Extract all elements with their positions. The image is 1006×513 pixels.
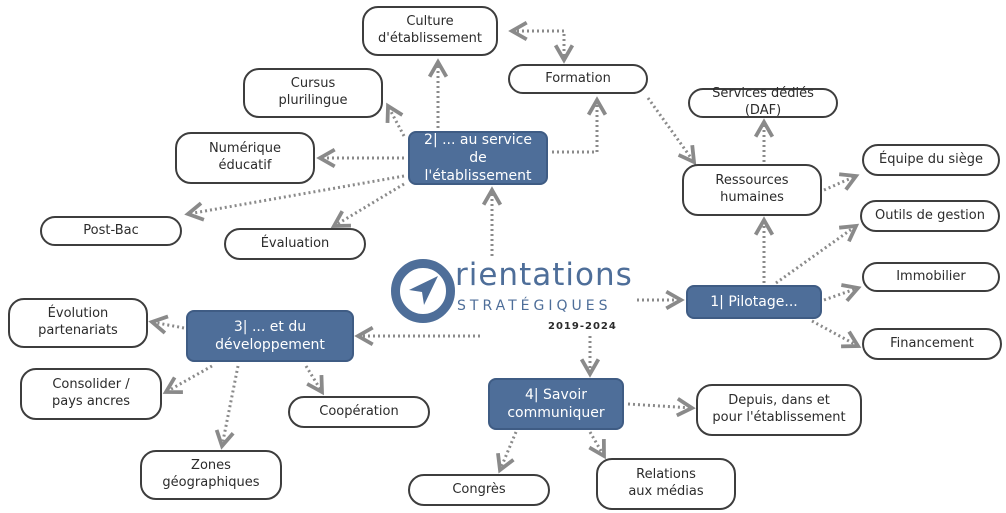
node-ressources-humaines: Ressources humaines	[682, 164, 822, 216]
compass-arrow-icon	[409, 276, 438, 305]
orientations-logo: rientations STRATÉGIQUES 2019-2024	[385, 255, 635, 335]
hub-pilotage: 1| Pilotage...	[686, 285, 822, 319]
edge-dev-zones	[214, 365, 240, 450]
edge-comm-congres	[496, 431, 518, 474]
edge-dev-evolution	[148, 314, 185, 335]
node-immobilier: Immobilier	[862, 262, 1000, 292]
node-financement: Financement	[862, 328, 1002, 360]
edge-dev-cooperation	[304, 365, 324, 396]
node-numerique-educatif: Numérique éducatif	[175, 132, 315, 184]
node-services-dedies-daf: Services dédiés (DAF)	[688, 86, 838, 118]
edge-pilotage-financement	[811, 319, 862, 349]
node-depuis-dans-et-pour: Depuis, dans et pour l'établissement	[696, 384, 862, 436]
edge-pilotage-immobilier	[823, 283, 862, 303]
edge-formation-rh	[646, 97, 697, 166]
edge-dev-consolider	[162, 364, 213, 394]
hub-savoir-communiquer: 4| Savoir communiquer	[488, 378, 624, 430]
node-cooperation: Coopération	[288, 396, 430, 428]
node-consolider-pays-ancres: Consolider / pays ancres	[20, 368, 162, 420]
hub-au-service: 2| ... au service de l'établissement	[408, 131, 548, 185]
edge-service-postbac	[184, 174, 405, 222]
node-post-bac: Post-Bac	[40, 216, 182, 246]
node-relations-aux-medias: Relations aux médias	[596, 458, 736, 510]
logo-subtitle: STRATÉGIQUES	[457, 298, 612, 314]
hub-developpement: 3| ... et du développement	[186, 310, 354, 362]
node-cursus-plurilingue: Cursus plurilingue	[243, 68, 383, 118]
node-evolution-partenariats: Évolution partenariats	[8, 298, 148, 348]
node-culture-etablissement: Culture d'établissement	[362, 6, 498, 56]
logo-years: 2019-2024	[548, 321, 617, 332]
node-equipe-du-siege: Équipe du siège	[862, 144, 1000, 176]
edge-comm-relations	[588, 431, 606, 460]
edge-pilotage-outils	[775, 223, 860, 285]
node-outils-de-gestion: Outils de gestion	[860, 200, 1000, 232]
edge-rh-equipe	[823, 172, 860, 192]
edge-culture-formation	[508, 20, 575, 64]
edge-service-cursus	[385, 102, 406, 137]
node-formation: Formation	[508, 64, 648, 94]
node-zones-geographiques: Zones géographiques	[140, 450, 282, 500]
edge-comm-depuis	[627, 397, 696, 418]
node-congres: Congrès	[408, 474, 550, 506]
edge-service-evaluation	[330, 182, 405, 228]
edge-service-formation	[552, 96, 608, 154]
node-evaluation: Évaluation	[224, 228, 366, 260]
logo-title: rientations	[455, 257, 633, 293]
